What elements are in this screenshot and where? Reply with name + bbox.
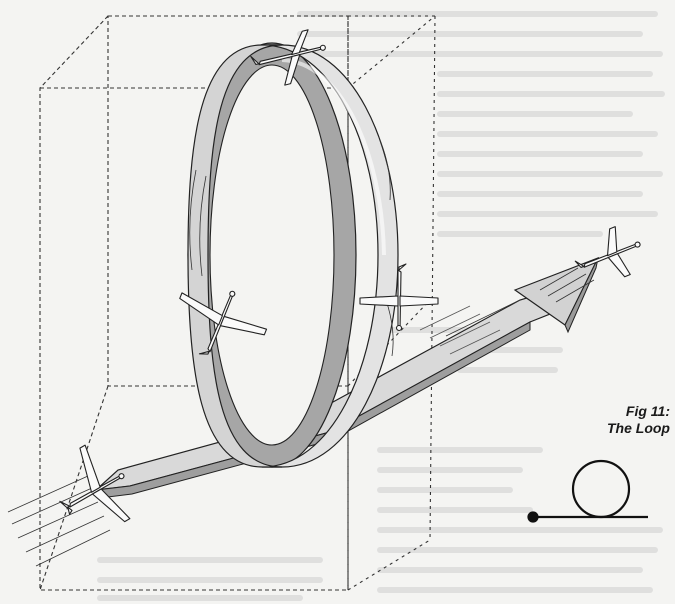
glider-icon (59, 29, 641, 523)
figure-label: Fig 11: (625, 403, 670, 419)
loop-ring (187, 42, 399, 468)
loop-symbol-icon (527, 459, 648, 523)
figure-caption: Fig 11: The Loop (560, 403, 670, 437)
motion-streaks (7, 139, 595, 567)
background-text-lines (97, 11, 665, 601)
glider-top (250, 29, 326, 86)
path-arrowhead-shadow (564, 257, 599, 334)
ribbon-edge-shadow (95, 321, 531, 499)
glider-descending (359, 263, 439, 332)
figure-title: The Loop (607, 420, 670, 436)
glider-climbing (179, 290, 268, 355)
glider-exit (574, 226, 641, 278)
glider-entry (59, 444, 131, 523)
